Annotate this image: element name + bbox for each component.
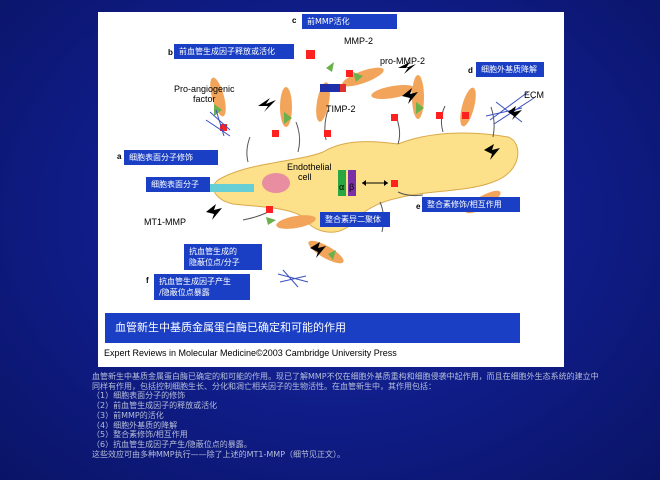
label-b-factor-release: 前血管生成因子释放或活化 <box>174 44 294 59</box>
label-surface-molecule: 细胞表面分子 <box>146 177 210 192</box>
notes-item: （4）细胞外基质的降解 <box>92 420 178 430</box>
notes-item: （3）前MMP的活化 <box>92 410 164 420</box>
surface-molecule <box>210 184 254 192</box>
label-anti-angiogenic-sites: 抗血管生成的 隐蔽位点/分子 <box>184 244 262 270</box>
timp2-block <box>320 84 340 92</box>
label-f-anti-angiogenic-factors: 抗血管生成因子产生 /隐蔽位点暴露 <box>154 274 250 300</box>
figure-panel: α β <box>98 12 564 367</box>
mmp-domains <box>214 62 424 260</box>
integrin-alpha <box>338 170 346 196</box>
factor-label: factor <box>193 94 216 104</box>
notes-intro: 血管新生中基质金属蛋白酶已确定的和可能的作用。现已了解MMP不仅在细胞外基质重构… <box>92 372 599 391</box>
integrin-beta <box>348 170 356 196</box>
notes-outro: 这些效应可由多种MMP执行——除了上述的MT1-MMP（细节见正文）。 <box>92 449 346 459</box>
figure-citation: Expert Reviews in Molecular Medicine©200… <box>104 348 397 358</box>
label-a-surface-modification: 细胞表面分子修饰 <box>124 150 218 165</box>
label-integrin-heterodimer: 整合素异二聚体 <box>320 212 390 227</box>
letter-d: d <box>468 66 473 75</box>
figure-caption: 血管新生中基质金属蛋白酶已确定和可能的作用 <box>105 313 520 343</box>
pro-mmp2-label: pro-MMP-2 <box>380 56 425 66</box>
cell-label: cell <box>298 172 312 182</box>
label-d-ecm-degradation: 细胞外基质降解 <box>476 62 544 77</box>
letter-a: a <box>117 152 122 161</box>
pro-angiogenic-label: Pro-angiogenic <box>174 84 235 94</box>
letter-b: b <box>168 48 173 57</box>
mmp-diagram: α β <box>144 36 544 288</box>
mmp2-label: MMP-2 <box>344 36 373 46</box>
letter-f: f <box>146 276 149 285</box>
notes-item: （1）细胞表面分子的修饰 <box>92 391 186 401</box>
cell-nucleus <box>262 173 290 193</box>
endothelial-label: Endothelial <box>287 162 332 172</box>
cleavage-bolts <box>206 62 522 258</box>
ecm-label: ECM <box>524 90 544 100</box>
notes-item: （6）抗血管生成因子产生/隐蔽位点的暴露。 <box>92 439 252 449</box>
alpha-label: α <box>339 182 344 192</box>
label-e-integrin-interaction: 整合素修饰/相互作用 <box>422 197 520 212</box>
mmp-active-sites <box>220 50 469 213</box>
timp2-label: TIMP-2 <box>326 104 356 114</box>
mt1-mmp-label: MT1-MMP <box>144 217 186 227</box>
notes-text: 血管新生中基质金属蛋白酶已确定的和可能的作用。现已了解MMP不仅在细胞外基质重构… <box>92 372 602 459</box>
label-c-pro-mmp-activation: 前MMP活化 <box>302 14 397 29</box>
beta-label: β <box>349 182 354 192</box>
letter-e: e <box>416 202 421 211</box>
notes-item: （5）整合素修饰/相互作用 <box>92 430 188 440</box>
pro-angiogenic-factor-fibers <box>205 109 231 137</box>
notes-item: （2）前血管生成因子的释放或活化 <box>92 401 218 411</box>
letter-c: c <box>292 16 297 25</box>
